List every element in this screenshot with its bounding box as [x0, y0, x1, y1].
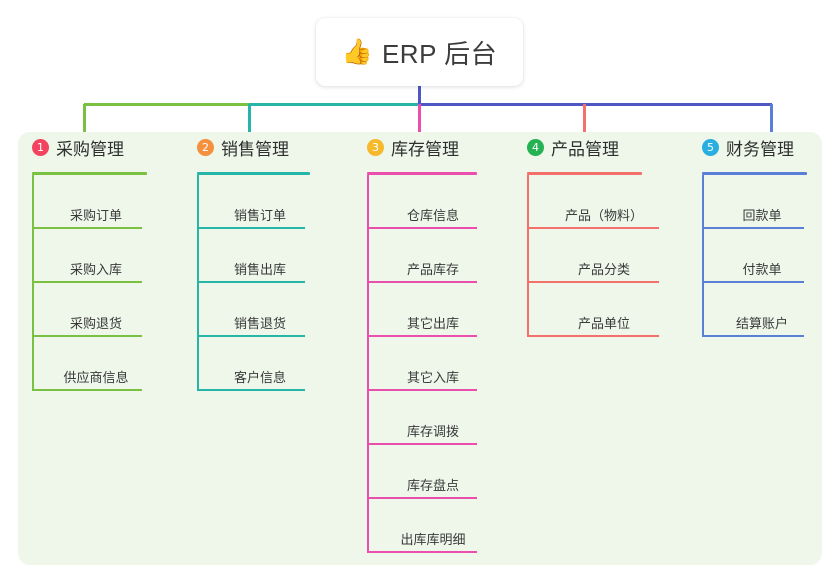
list-item-rule: [32, 227, 142, 229]
column-badge-1: 1: [32, 138, 49, 156]
list-item[interactable]: 产品（物料）: [564, 208, 643, 223]
diagram-panel: [18, 132, 822, 565]
list-item-rule: [197, 335, 305, 337]
list-item[interactable]: 库存调拨: [406, 424, 459, 439]
list-item-rule: [32, 389, 142, 391]
list-item[interactable]: 销售订单: [233, 208, 286, 223]
list-item[interactable]: 仓库信息: [406, 208, 459, 223]
column-header-rule-5: [702, 172, 807, 175]
list-item-rule: [702, 335, 804, 337]
column-header-3[interactable]: 3 库存管理: [367, 132, 459, 162]
root-title: ERP 后台: [381, 38, 498, 69]
list-item[interactable]: 采购退货: [69, 316, 122, 331]
leaf-spine-4: [527, 175, 529, 337]
column-5: 5 财务管理回款单付款单结算账户: [702, 132, 807, 337]
list-item[interactable]: 其它入库: [406, 370, 459, 385]
list-item[interactable]: 采购入库: [69, 262, 122, 277]
list-item[interactable]: 产品库存: [406, 262, 459, 277]
list-item-rule: [367, 227, 477, 229]
column-title-2: 销售管理: [221, 139, 289, 159]
column-title-4: 产品管理: [551, 139, 619, 159]
list-item[interactable]: 产品分类: [577, 262, 630, 277]
leaf-spine-1: [32, 175, 34, 391]
list-item[interactable]: 采购订单: [69, 208, 122, 223]
thumbs-up-icon: 👍: [341, 37, 373, 66]
column-4: 4 产品管理产品（物料） 产品分类产品单位: [527, 132, 659, 337]
leaf-spine-5: [702, 175, 704, 337]
list-item-rule: [367, 551, 477, 553]
column-header-rule-4: [527, 172, 642, 175]
column-3: 3 库存管理仓库信息产品库存其它出库其它入库库存调拨库存盘点出库库明细: [367, 132, 477, 553]
list-item-rule: [367, 335, 477, 337]
root-node[interactable]: 👍 ERP 后台: [316, 18, 523, 86]
list-item-rule: [32, 281, 142, 283]
list-item[interactable]: 产品单位: [577, 316, 630, 331]
column-header-2[interactable]: 2 销售管理: [197, 132, 289, 162]
list-item[interactable]: 结算账户: [735, 316, 788, 331]
leaf-spine-2: [197, 175, 199, 391]
list-item-rule: [32, 335, 142, 337]
list-item[interactable]: 出库库明细: [400, 532, 466, 547]
column-badge-5: 5: [702, 138, 719, 156]
column-badge-4: 4: [527, 138, 544, 156]
list-item-rule: [367, 443, 477, 445]
list-item-rule: [702, 281, 804, 283]
list-item-rule: [527, 335, 659, 337]
list-item[interactable]: 回款单: [742, 208, 782, 223]
list-item[interactable]: 付款单: [742, 262, 782, 277]
list-item-rule: [197, 227, 305, 229]
column-header-rule-3: [367, 172, 477, 175]
list-item[interactable]: 销售退货: [233, 316, 286, 331]
list-item-rule: [197, 389, 305, 391]
list-item[interactable]: 库存盘点: [406, 478, 459, 493]
column-container: 1 采购管理采购订单采购入库采购退货供应商信息 2 销售管理销售订单销售出库销售退货客…: [0, 132, 839, 565]
column-header-rule-1: [32, 172, 147, 175]
list-item[interactable]: 客户信息: [233, 370, 286, 385]
list-item-rule: [527, 281, 659, 283]
list-item-rule: [367, 281, 477, 283]
column-title-1: 采购管理: [56, 139, 124, 159]
list-item[interactable]: 其它出库: [406, 316, 459, 331]
list-item-rule: [197, 281, 305, 283]
column-badge-2: 2: [197, 138, 214, 156]
list-item[interactable]: 供应商信息: [63, 370, 129, 385]
list-item-rule: [702, 227, 804, 229]
column-header-5[interactable]: 5 财务管理: [702, 132, 794, 162]
column-1: 1 采购管理采购订单采购入库采购退货供应商信息: [32, 132, 147, 391]
list-item-rule: [367, 389, 477, 391]
list-item-rule: [527, 227, 659, 229]
column-2: 2 销售管理销售订单销售出库销售退货客户信息: [197, 132, 310, 391]
column-badge-3: 3: [367, 138, 384, 156]
list-item[interactable]: 销售出库: [233, 262, 286, 277]
column-title-5: 财务管理: [726, 139, 794, 159]
column-header-rule-2: [197, 172, 310, 175]
leaf-spine-3: [367, 175, 369, 553]
column-title-3: 库存管理: [391, 139, 459, 159]
column-header-4[interactable]: 4 产品管理: [527, 132, 619, 162]
column-header-1[interactable]: 1 采购管理: [32, 132, 124, 162]
list-item-rule: [367, 497, 477, 499]
